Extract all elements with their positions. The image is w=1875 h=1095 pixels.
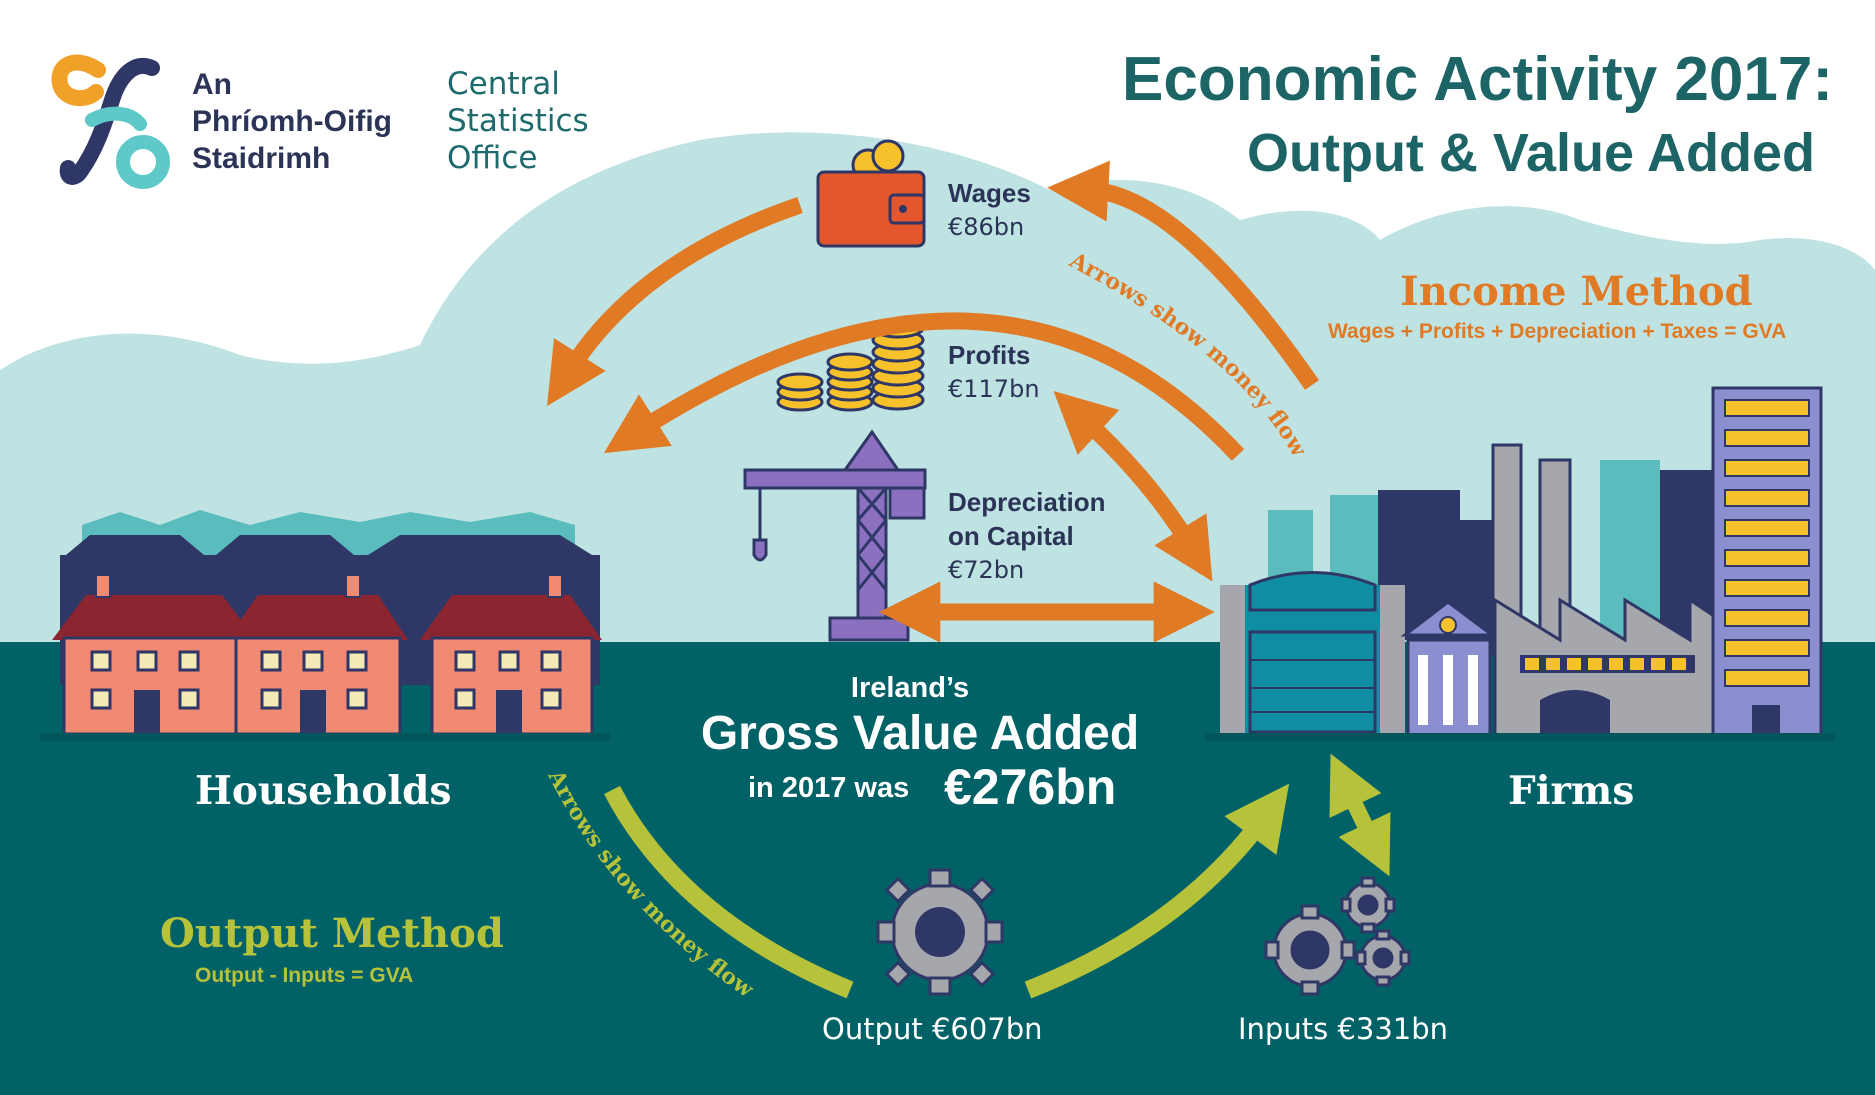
logo-irish-line: Staidrimh	[192, 142, 331, 175]
gears-icon	[1264, 876, 1411, 996]
wages-value: €86bn	[948, 213, 1025, 241]
output-method-formula: Output - Inputs = GVA	[195, 964, 414, 987]
title-line1: Economic Activity 2017:	[1122, 45, 1833, 114]
gear-icon	[876, 868, 1004, 996]
wages-arrow	[1047, 160, 1319, 390]
logo-english-name: Central Statistics Office	[447, 66, 589, 177]
depreciation-value: €72bn	[948, 556, 1025, 584]
profits-label: Profits	[948, 340, 1031, 370]
factory-icon	[1491, 443, 1722, 737]
depreciation-arrow	[1053, 390, 1213, 582]
gva-line3: in 2017 was	[748, 772, 910, 804]
gva-value: €276bn	[944, 759, 1117, 815]
depreciation-label-line2: on Capital	[948, 521, 1074, 551]
output-method-title: Output Method	[160, 910, 504, 957]
inputs-arrow	[1329, 753, 1391, 877]
income-method-formula: Wages + Profits + Depreciation + Taxes =…	[1328, 320, 1787, 343]
households-label: Households	[195, 768, 452, 814]
logo-irish-line: Phríomh-Oifig	[192, 105, 392, 138]
logo-mark-icon	[51, 54, 170, 189]
coin-stacks-icon	[776, 317, 925, 412]
logo-irish-name: An Phríomh-Oifig Staidrimh	[192, 66, 392, 177]
stadium-building	[1220, 571, 1405, 734]
profits-value: €117bn	[948, 375, 1040, 403]
logo-english-line: Office	[447, 140, 538, 176]
office-tower	[1711, 386, 1823, 737]
depreciation-label-line1: Depreciation	[948, 487, 1106, 517]
wallet-icon	[816, 139, 926, 248]
gva-line2: Gross Value Added	[700, 707, 1140, 760]
wages-return-arrow	[546, 196, 803, 407]
logo-irish-line: An	[192, 68, 232, 101]
houses-icon	[40, 510, 610, 741]
bank-building	[1400, 600, 1497, 737]
inputs-value: Inputs €331bn	[1238, 1012, 1449, 1046]
firms-label: Firms	[1508, 768, 1635, 814]
title-line2: Output & Value Added	[1246, 123, 1815, 183]
output-arrow-left	[604, 785, 854, 999]
income-method-title: Income Method	[1400, 268, 1753, 315]
logo-english-line: Central	[447, 66, 560, 102]
output-arrow-right	[1024, 783, 1290, 999]
gva-line1: Ireland’s	[850, 672, 970, 704]
wages-label: Wages	[948, 178, 1031, 208]
logo-english-line: Statistics	[447, 103, 589, 139]
output-value: Output €607bn	[822, 1012, 1043, 1046]
